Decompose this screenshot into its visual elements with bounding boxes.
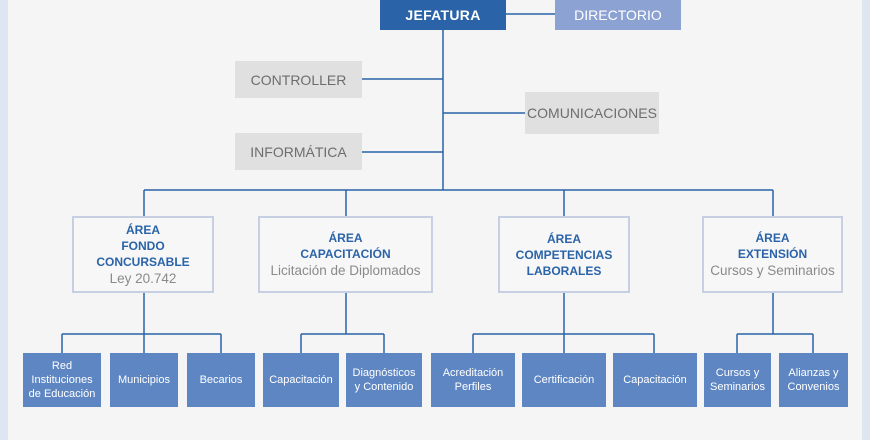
area-competencias-laborales: ÁREA COMPETENCIAS LABORALES bbox=[498, 216, 630, 293]
area-name: COMPETENCIAS bbox=[515, 247, 613, 262]
unit-cursos-seminarios: Cursos y Seminarios bbox=[704, 353, 771, 407]
jefatura-label: JEFATURA bbox=[405, 7, 481, 23]
unit-acreditacion-perfiles: Acreditación Perfiles bbox=[431, 353, 515, 407]
unit-capacitacion: Capacitación bbox=[263, 353, 339, 407]
frame-border-right bbox=[862, 0, 870, 440]
comunicaciones-box: COMUNICACIONES bbox=[525, 92, 659, 134]
controller-box: CONTROLLER bbox=[235, 61, 362, 98]
unit-capacitacion-laboral: Capacitación bbox=[613, 353, 697, 407]
frame-border-left bbox=[0, 0, 8, 440]
unit-diagnosticos-contenido: Diagnósticos y Contenido bbox=[346, 353, 422, 407]
unit-becarios: Becarios bbox=[187, 353, 255, 407]
area-name: EXTENSIÓN bbox=[737, 246, 808, 261]
area-subtitle: Ley 20.742 bbox=[109, 270, 177, 286]
area-subtitle: Licitación de Diplomados bbox=[270, 262, 421, 278]
directorio-label: DIRECTORIO bbox=[574, 7, 662, 23]
unit-municipios: Municipios bbox=[110, 353, 178, 407]
area-label: ÁREA bbox=[328, 230, 363, 245]
area-label: ÁREA bbox=[125, 222, 160, 237]
unit-certificacion: Certificación bbox=[522, 353, 606, 407]
unit-alianzas-convenios: Alianzas y Convenios bbox=[779, 353, 848, 407]
area-label: ÁREA bbox=[755, 230, 790, 245]
informatica-box: INFORMÁTICA bbox=[235, 133, 362, 170]
jefatura-box: JEFATURA bbox=[380, 0, 506, 30]
area-name: FONDO CONCURSABLE bbox=[96, 238, 190, 269]
area-name: CAPACITACIÓN bbox=[300, 246, 391, 261]
unit-red-instituciones: Red Instituciones de Educación bbox=[23, 353, 101, 407]
area-label: ÁREA bbox=[546, 231, 581, 246]
area-extension: ÁREA EXTENSIÓN Cursos y Seminarios bbox=[702, 216, 843, 293]
area-name-line2: LABORALES bbox=[526, 263, 602, 278]
area-subtitle: Cursos y Seminarios bbox=[710, 262, 835, 278]
area-fondo-concursable: ÁREA FONDO CONCURSABLE Ley 20.742 bbox=[72, 216, 214, 293]
informatica-label: INFORMÁTICA bbox=[250, 143, 347, 160]
comunicaciones-label: COMUNICACIONES bbox=[527, 105, 657, 121]
controller-label: CONTROLLER bbox=[250, 71, 347, 88]
directorio-box: DIRECTORIO bbox=[555, 0, 681, 30]
area-capacitacion: ÁREA CAPACITACIÓN Licitación de Diplomad… bbox=[258, 216, 433, 293]
